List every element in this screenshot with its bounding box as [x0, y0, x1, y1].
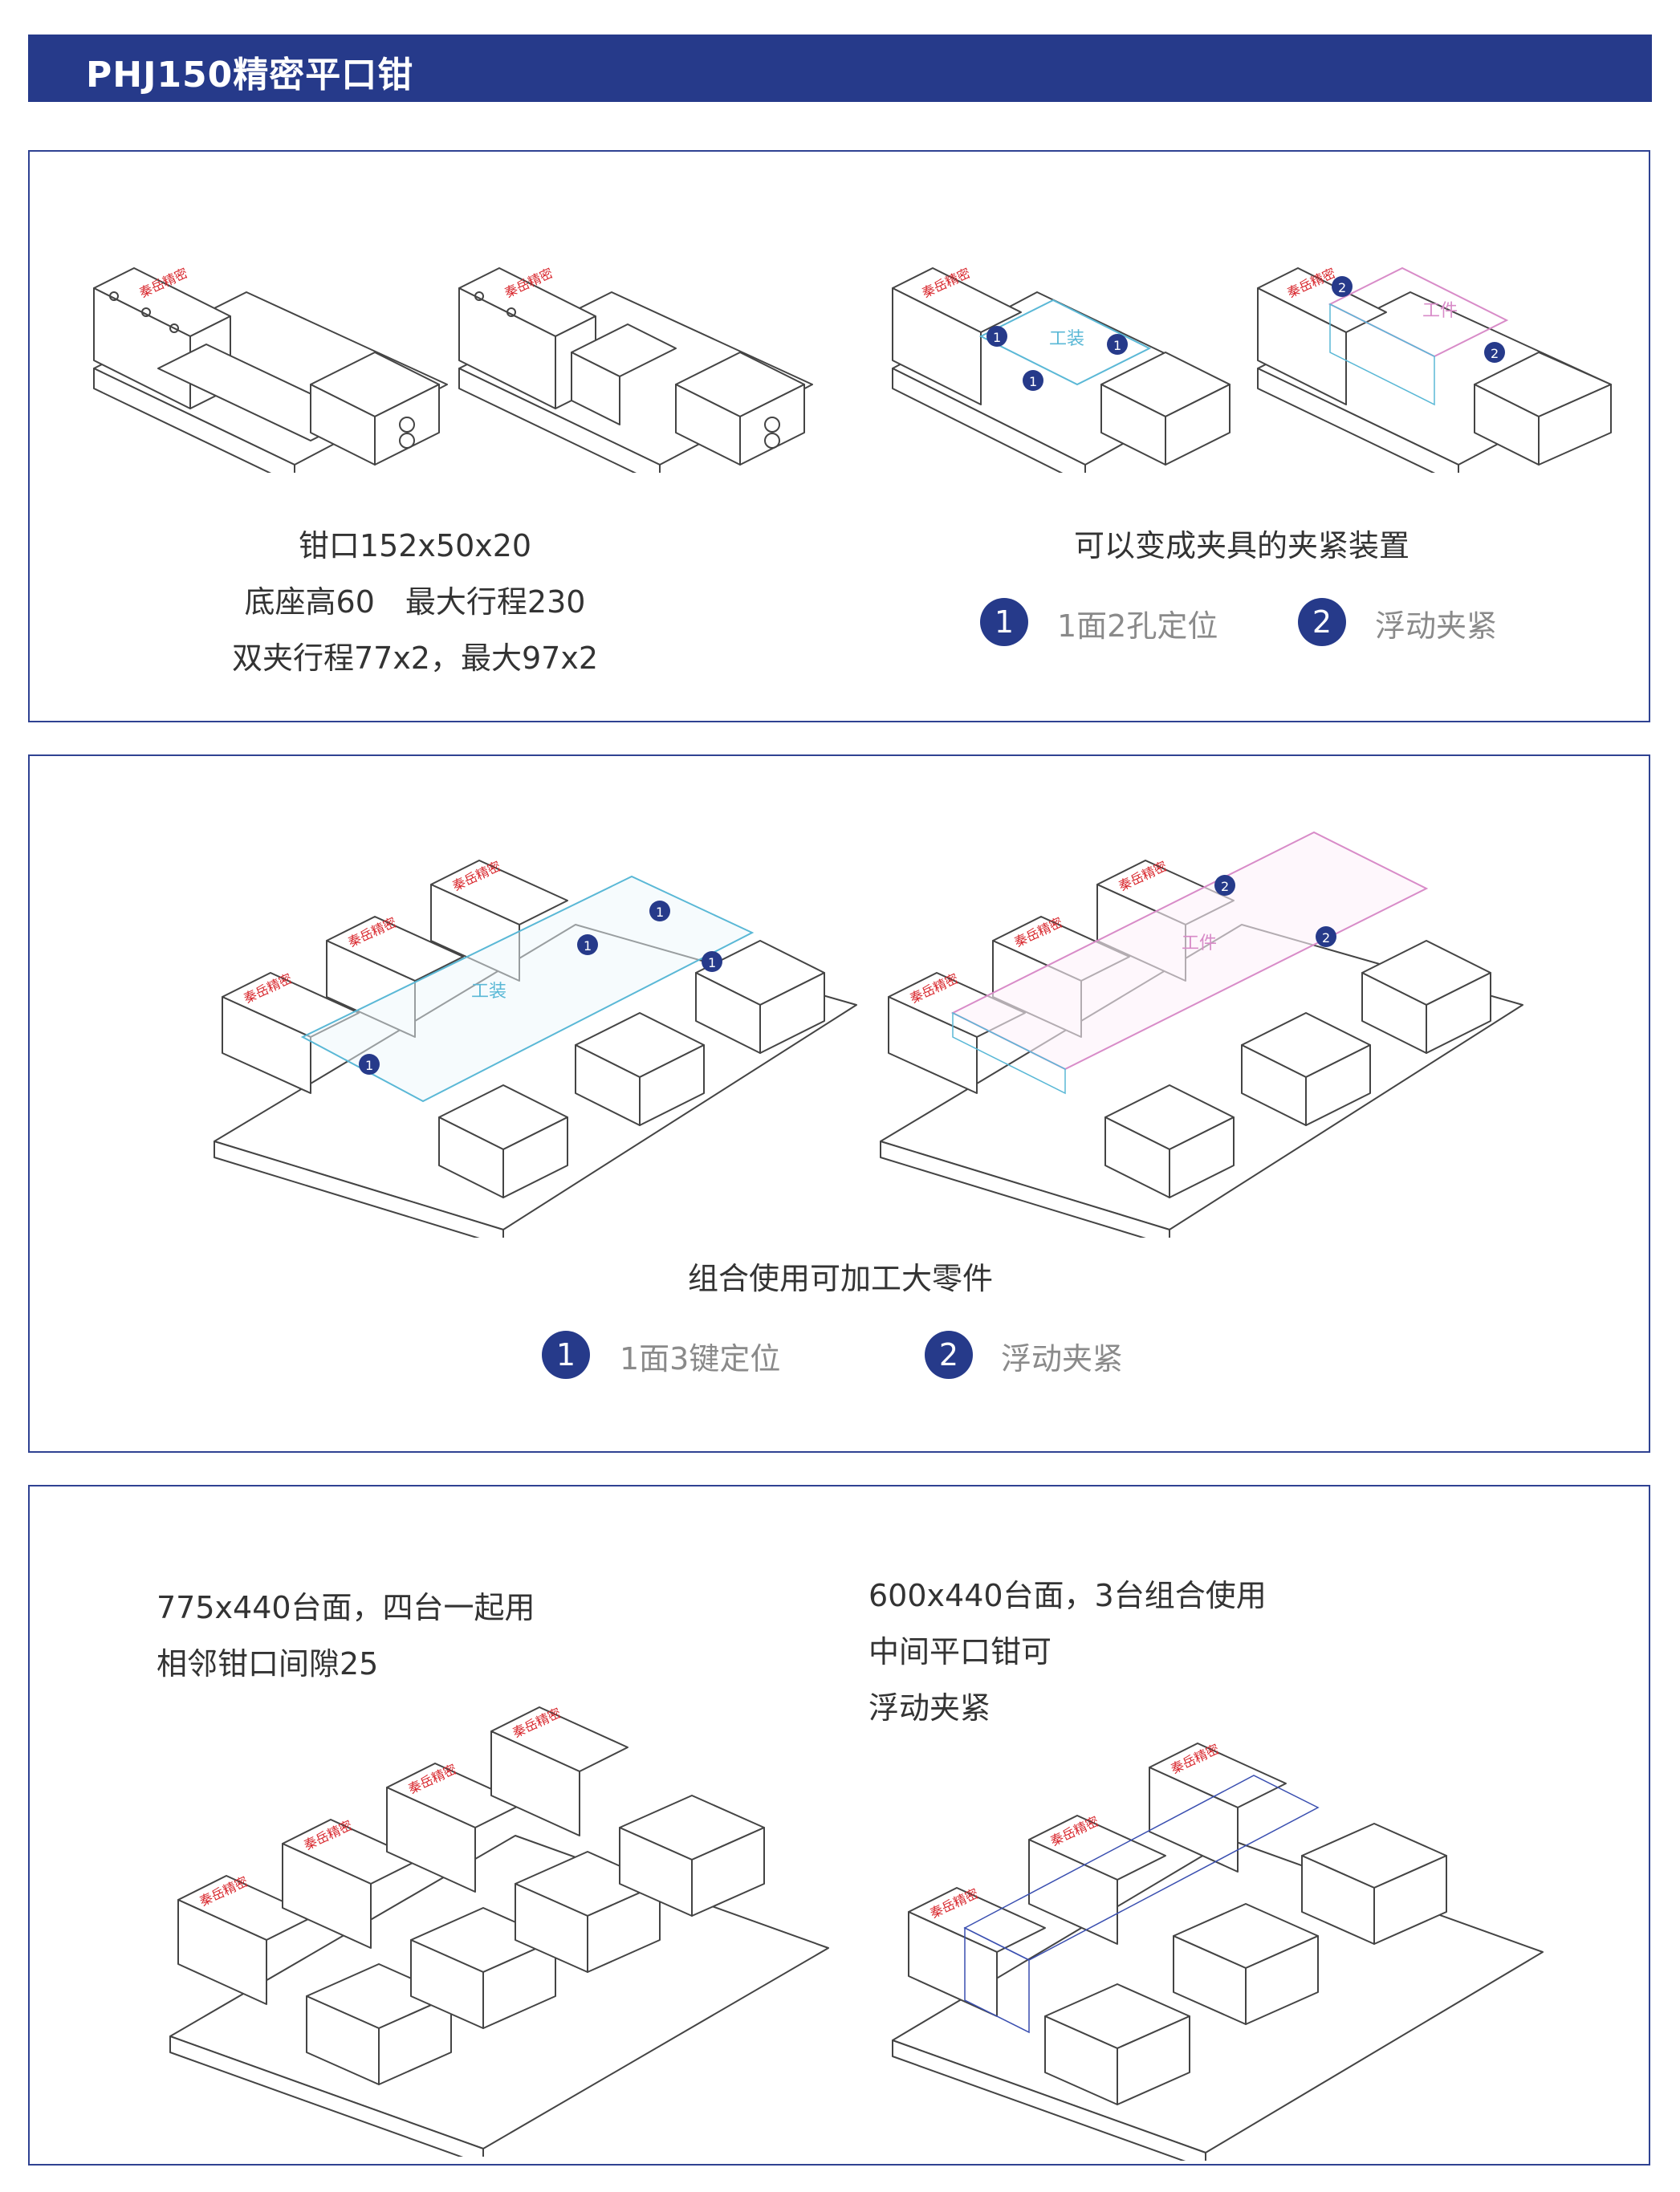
vise-illustration-tooling: 工装 1 1 1 秦岳精密: [892, 265, 1231, 473]
combo-title: 组合使用可加工大零件: [687, 1261, 993, 1296]
legend-badge-3: 1: [542, 1331, 590, 1379]
svg-text:1: 1: [656, 905, 664, 920]
right-line-2: 中间平口钳可: [868, 1634, 1052, 1669]
legend-label-3: 1面3键定位: [620, 1341, 781, 1377]
panel-table-setups: 775x440台面，四台一起用 相邻钳口间隙25 600x440台面，3台组合使…: [28, 1485, 1650, 2166]
right-line-1: 600x440台面，3台组合使用: [868, 1578, 1267, 1613]
legend-badge-2: 2: [1298, 598, 1346, 646]
page-title: PHJ150精密平口钳: [86, 55, 414, 96]
svg-text:1: 1: [993, 330, 1001, 345]
svg-text:1: 1: [1029, 374, 1037, 389]
legend-badge-1: 1: [980, 598, 1028, 646]
vise-illustration-single: 秦岳精密: [93, 265, 448, 473]
spec-line-3: 双夹行程77x2，最大97x2: [231, 641, 599, 676]
vise-illustration-double: 秦岳精密: [458, 265, 813, 473]
panel-combination: 工装 1 1 1 1 秦岳精密 秦岳精密 秦岳精密 工件 2 2 秦岳精密 秦岳…: [28, 754, 1650, 1453]
legend-label-2: 浮动夹紧: [1375, 608, 1498, 644]
legend-label-1: 1面2孔定位: [1057, 608, 1218, 644]
vise-illustration-workpiece: 工件 2 2 秦岳精密: [1257, 265, 1612, 473]
spec-line-1: 钳口152x50x20: [298, 528, 532, 563]
svg-text:2: 2: [1491, 346, 1499, 361]
tooling-label-2: 工装: [471, 982, 506, 1002]
svg-text:1: 1: [584, 938, 592, 954]
spec-line-2: 底座高60 最大行程230: [244, 584, 586, 620]
svg-text:1: 1: [1113, 338, 1121, 353]
panel-vise-specs: 秦岳精密 秦岳精密: [28, 150, 1650, 722]
header-bar: PHJ150精密平口钳: [28, 35, 1652, 102]
fixture-title: 可以变成夹具的夹紧装置: [1073, 528, 1409, 563]
legend-label-4: 浮动夹紧: [1001, 1341, 1124, 1377]
left-line-1: 775x440台面，四台一起用: [157, 1590, 535, 1625]
svg-text:1: 1: [708, 955, 716, 970]
table-three-vises-illustration: 秦岳精密 秦岳精密 秦岳精密: [892, 1741, 1544, 2161]
right-line-3: 浮动夹紧: [868, 1690, 991, 1726]
svg-text:2: 2: [1322, 930, 1330, 946]
workpiece-label-2: 工件: [1182, 933, 1217, 954]
table-four-vises-illustration: 秦岳精密 秦岳精密 秦岳精密 秦岳精密: [169, 1705, 829, 2157]
combo-illustration-workpiece: 工件 2 2 秦岳精密 秦岳精密 秦岳精密: [880, 831, 1523, 1238]
svg-text:2: 2: [1221, 879, 1229, 894]
combo-illustration-tooling: 工装 1 1 1 1 秦岳精密 秦岳精密 秦岳精密: [214, 858, 857, 1238]
svg-text:2: 2: [1338, 280, 1346, 295]
tooling-label-1: 工装: [1049, 329, 1084, 349]
legend-badge-4: 2: [925, 1331, 973, 1379]
workpiece-label-1: 工件: [1422, 301, 1458, 321]
svg-text:1: 1: [365, 1058, 373, 1073]
left-line-2: 相邻钳口间隙25: [157, 1646, 379, 1682]
